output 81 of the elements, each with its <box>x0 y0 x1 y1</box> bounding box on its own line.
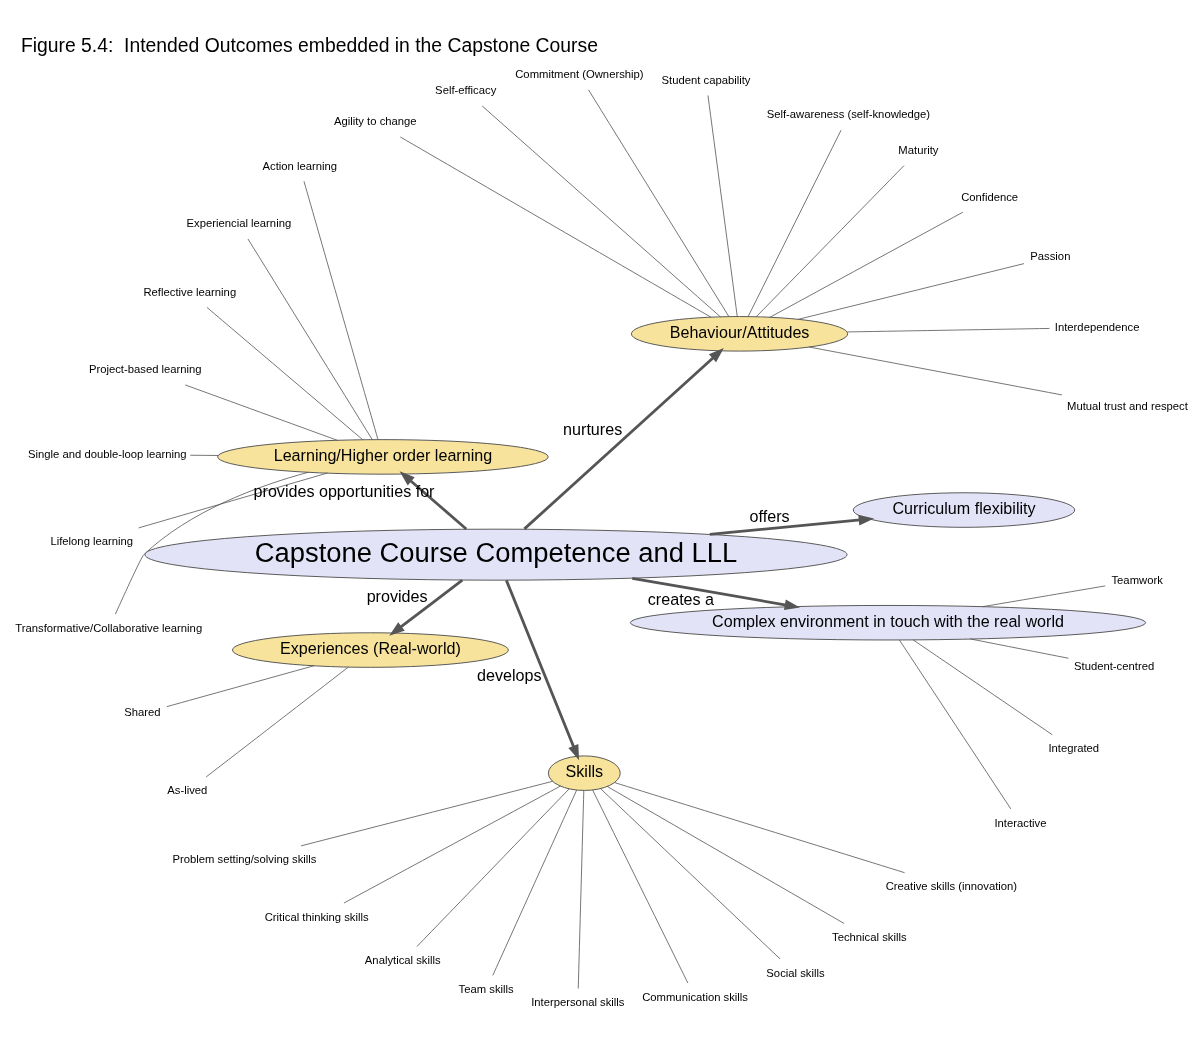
connector <box>205 666 349 777</box>
node-text: Mutual trust and respect <box>1067 399 1188 412</box>
node-text: Action learning <box>262 159 338 172</box>
connector <box>969 638 1069 659</box>
arrow <box>632 576 800 610</box>
node-text: Shared <box>124 705 161 718</box>
connector <box>846 327 1050 332</box>
node-ellipse: Behaviour/Attitudes <box>630 315 849 352</box>
arrow <box>505 579 580 760</box>
node-text: Interpersonal skills <box>531 995 625 1008</box>
node-text: Project-based learning <box>88 362 202 375</box>
node-text: Single and double-loop learning <box>28 447 187 460</box>
connector <box>769 211 964 318</box>
node-ellipse: Complex environment in touch with the real world <box>629 604 1147 640</box>
connector <box>898 638 1012 809</box>
connector <box>399 136 712 318</box>
node-text: Student capability <box>661 73 751 86</box>
node-text: Lifelong learning <box>50 534 134 547</box>
arrow <box>399 470 468 530</box>
arrow <box>709 514 875 536</box>
connector <box>115 471 309 614</box>
connector <box>300 780 554 846</box>
node-text: Integrated <box>1048 741 1100 754</box>
arrow <box>389 578 464 636</box>
connector <box>166 664 315 707</box>
connector <box>189 454 219 456</box>
node-text: Teamwork <box>1111 573 1163 585</box>
node-text: As-lived <box>167 783 208 796</box>
node-text: Problem setting/solving skills <box>172 852 317 865</box>
connector <box>707 94 738 317</box>
connector <box>184 384 339 441</box>
connector <box>492 789 577 976</box>
connector <box>592 789 689 983</box>
connector <box>303 180 379 440</box>
node-text: Team skills <box>458 982 514 995</box>
node-ellipse: Capstone Course Competence and LLL <box>144 528 848 581</box>
connector <box>343 785 561 903</box>
node-ellipse: Experiences (Real-world) <box>231 631 509 668</box>
edge-label: nurtures <box>563 419 623 438</box>
node-text: Student-centred <box>1074 659 1155 672</box>
connector <box>206 306 364 440</box>
node-text: Self-efficacy <box>435 83 497 96</box>
node-text: Passion <box>1030 249 1071 262</box>
connector <box>606 785 845 924</box>
node-text: Social skills <box>766 966 825 978</box>
node-text: Confidence <box>961 190 1019 203</box>
edge-label: develops <box>477 665 542 684</box>
node-text: Agility to change <box>333 114 417 127</box>
connector <box>912 638 1053 735</box>
node-text: Interactive <box>994 816 1047 829</box>
connector <box>416 788 570 947</box>
node-text: Analytical skills <box>364 953 441 966</box>
node-text: Reflective learning <box>143 285 237 298</box>
connector <box>981 585 1106 607</box>
connector <box>600 787 781 959</box>
connector <box>755 164 905 317</box>
connector <box>808 346 1063 395</box>
connector <box>614 781 905 873</box>
diagram-title: Figure 5.4: Intended Outcomes embedded in the Capstone Course <box>20 34 598 56</box>
node-text: Critical thinking skills <box>264 910 369 923</box>
connector <box>747 129 842 317</box>
node-ellipse: Skills <box>547 754 621 791</box>
connector <box>138 472 328 528</box>
connector <box>247 238 373 440</box>
node-text: Creative skills (innovation) <box>885 879 1018 892</box>
node-ellipse: Learning/Higher order learning <box>217 438 549 475</box>
connector <box>577 789 585 989</box>
edge-label: provides <box>366 586 428 605</box>
node-text: Maturity <box>898 143 939 156</box>
node-text: Experiencial learning <box>186 216 292 229</box>
connector <box>797 262 1025 320</box>
node-text: Commitment (Ownership) <box>515 67 644 80</box>
node-text: Interdependence <box>1054 320 1140 333</box>
node-text: Communication skills <box>642 990 749 1003</box>
edge-label: offers <box>749 506 790 525</box>
connector <box>481 105 721 317</box>
connector <box>588 88 730 317</box>
node-text: Technical skills <box>832 930 907 943</box>
node-text: Transformative/Collaborative learning <box>15 621 203 634</box>
node-text: Self-awareness (self-knowledge) <box>766 107 931 120</box>
arrow <box>523 347 724 530</box>
